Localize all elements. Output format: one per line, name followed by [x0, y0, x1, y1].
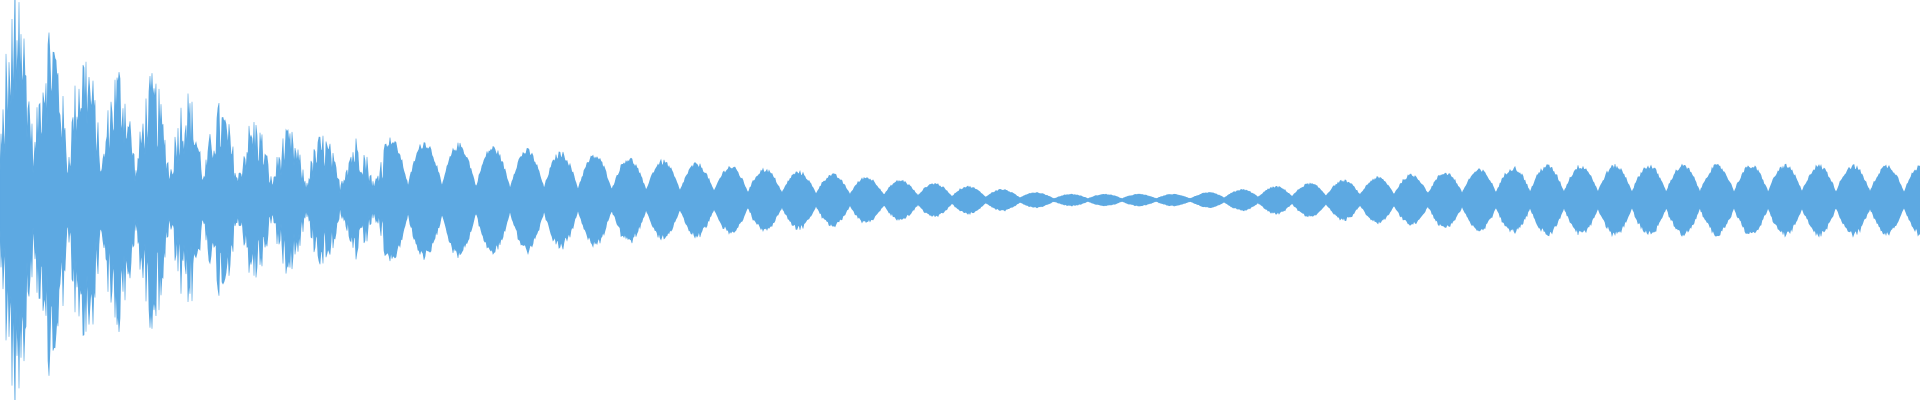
audio-waveform	[0, 0, 1920, 400]
waveform-shape	[0, 0, 1920, 400]
waveform-graphic	[0, 0, 1920, 400]
